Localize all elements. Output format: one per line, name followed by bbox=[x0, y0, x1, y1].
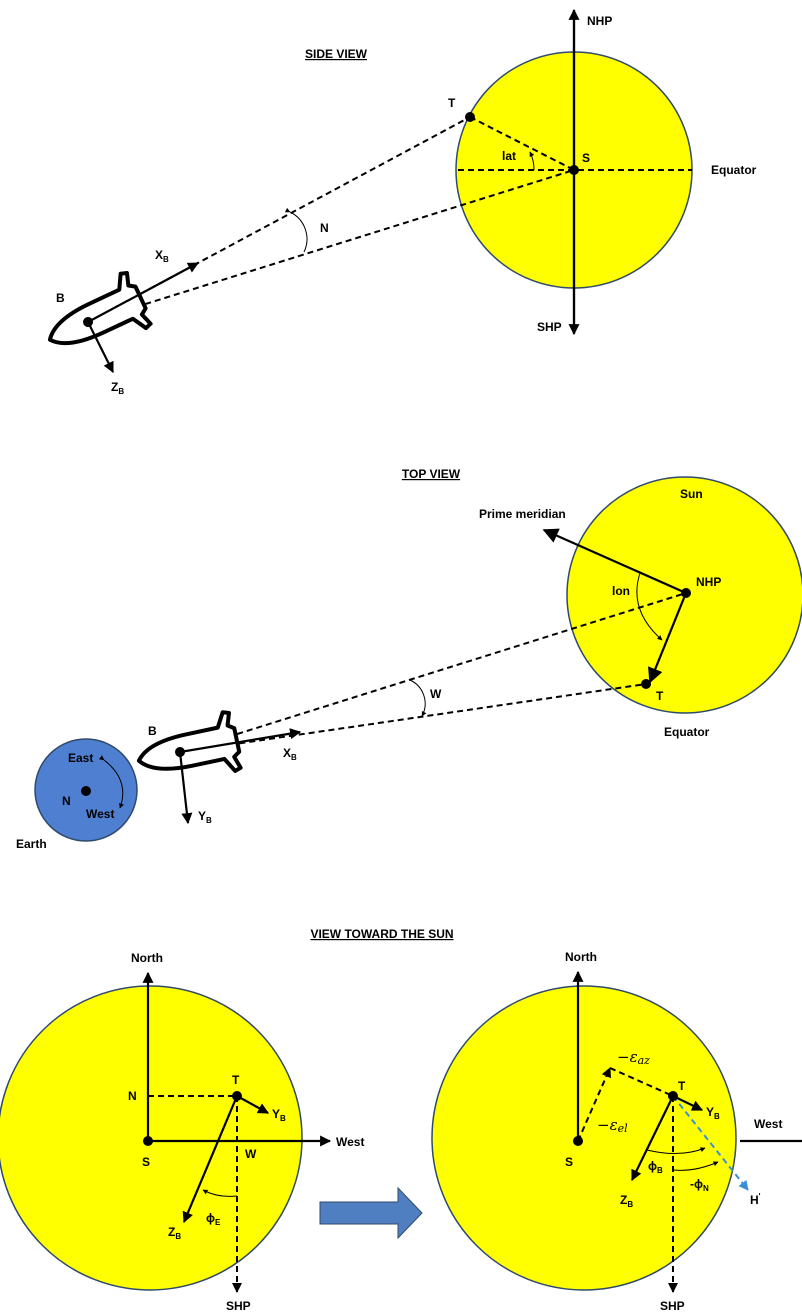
left-w-label: W bbox=[245, 1147, 257, 1161]
top-view-title: TOP VIEW bbox=[402, 467, 461, 481]
top-lon-label: lon bbox=[612, 584, 630, 598]
right-zb-arrow bbox=[631, 1095, 674, 1181]
right-t-point bbox=[668, 1091, 678, 1101]
side-s-label: S bbox=[582, 151, 590, 165]
top-t-label: T bbox=[656, 689, 664, 703]
left-west-label: West bbox=[336, 1135, 364, 1149]
right-t-label: T bbox=[678, 1079, 686, 1093]
top-xb-label: XB bbox=[283, 746, 297, 762]
toward-sun-left: North N T S W West SHP YB ZB ϕE bbox=[0, 951, 364, 1313]
left-yb-label: YB bbox=[272, 1107, 286, 1123]
right-s-label: S bbox=[565, 1155, 573, 1169]
top-nhp-label: NHP bbox=[696, 575, 721, 589]
side-t-label: T bbox=[448, 96, 456, 110]
left-n-label: N bbox=[128, 1089, 137, 1103]
right-phi-b-label: ϕB bbox=[648, 1159, 663, 1175]
top-w-angle-arc bbox=[409, 679, 427, 717]
top-earth-n-label: N bbox=[62, 794, 71, 808]
top-t-direction-arrow bbox=[648, 592, 688, 684]
top-w-label: W bbox=[430, 687, 442, 701]
left-zb-label: ZB bbox=[168, 1225, 181, 1241]
top-west-label: West bbox=[86, 807, 114, 821]
left-s-point bbox=[143, 1136, 153, 1146]
top-los-to-t bbox=[179, 683, 647, 753]
right-zb-label: ZB bbox=[620, 1193, 633, 1209]
toward-sun-panel: VIEW TOWARD THE SUN North N T S W West S… bbox=[0, 927, 802, 1313]
top-yb-arrow bbox=[178, 751, 193, 825]
side-s-point bbox=[569, 165, 579, 175]
side-lat-arc bbox=[529, 151, 535, 171]
side-los-to-s bbox=[87, 169, 575, 323]
right-phi-b-arc bbox=[646, 1147, 706, 1154]
toward-sun-title: VIEW TOWARD THE SUN bbox=[310, 927, 453, 941]
left-phi-e-arc bbox=[202, 1189, 238, 1197]
side-t-point bbox=[465, 112, 475, 122]
top-earth-n-point bbox=[81, 786, 91, 796]
side-lat-label: lat bbox=[502, 149, 516, 163]
top-b-label: B bbox=[148, 724, 157, 738]
left-phi-e-label: ϕE bbox=[206, 1211, 221, 1227]
top-sun-label: Sun bbox=[680, 487, 703, 501]
side-xb-label: XB bbox=[155, 248, 169, 264]
right-west-label: West bbox=[754, 1117, 782, 1131]
transition-arrow bbox=[319, 1186, 423, 1240]
top-xb-arrow bbox=[179, 728, 302, 754]
right-yb-label: YB bbox=[706, 1105, 720, 1121]
top-prime-meridian-label: Prime meridian bbox=[479, 507, 566, 521]
side-nhp-label: NHP bbox=[587, 14, 612, 28]
top-view-panel: TOP VIEW Sun Prime meridian lon NHP T Eq… bbox=[16, 467, 802, 851]
right-yb-arrow bbox=[672, 1095, 703, 1111]
left-s-label: S bbox=[142, 1155, 150, 1169]
side-zb-arrow bbox=[87, 321, 114, 373]
right-s-point bbox=[573, 1136, 583, 1146]
top-spacecraft bbox=[136, 710, 243, 773]
top-earth-label: Earth bbox=[16, 837, 47, 851]
top-east-label: East bbox=[68, 751, 93, 765]
side-view-title: SIDE VIEW bbox=[305, 47, 368, 61]
top-yb-label: YB bbox=[198, 809, 212, 825]
side-xb-arrow bbox=[87, 262, 199, 323]
right-shp-label: SHP bbox=[660, 1299, 685, 1313]
top-earth-rotation-arrow bbox=[98, 755, 124, 809]
side-n-angle-arc bbox=[284, 207, 308, 253]
left-shp-label: SHP bbox=[226, 1299, 251, 1313]
side-equator-label: Equator bbox=[711, 163, 757, 177]
right-phi-n-arc bbox=[672, 1161, 719, 1171]
left-yb-arrow bbox=[236, 1095, 269, 1114]
side-b-label: B bbox=[56, 291, 65, 305]
left-t-point bbox=[232, 1091, 242, 1101]
top-prime-meridian-arrow bbox=[542, 528, 687, 595]
right-h-prime-line bbox=[672, 1095, 749, 1191]
left-zb-arrow bbox=[182, 1095, 239, 1224]
side-shp-label: SHP bbox=[537, 320, 562, 334]
right-north-label: North bbox=[565, 950, 597, 964]
right-sun-disc bbox=[431, 985, 737, 1291]
left-t-label: T bbox=[232, 1073, 240, 1087]
right-eps-el-label: −𝜀el bbox=[597, 1116, 628, 1135]
right-eps-az-vector bbox=[609, 1067, 674, 1097]
side-n-label: N bbox=[320, 221, 329, 235]
right-eps-el-vector bbox=[577, 1067, 611, 1142]
left-north-label: North bbox=[131, 951, 163, 965]
top-equator-label: Equator bbox=[664, 725, 710, 739]
side-view-panel: SIDE VIEW NHP SHP Equator T S lat N B XB… bbox=[47, 8, 757, 396]
right-phi-n-label: -ϕN bbox=[690, 1177, 709, 1193]
right-h-prime-label: H' bbox=[750, 1192, 761, 1207]
side-zb-label: ZB bbox=[111, 380, 124, 396]
toward-sun-right: North T S West SHP −𝜀az −𝜀el YB ZB ϕB -ϕ… bbox=[431, 950, 802, 1313]
top-los-to-nhp bbox=[179, 592, 687, 753]
right-eps-az-label: −𝜀az bbox=[617, 1048, 650, 1067]
